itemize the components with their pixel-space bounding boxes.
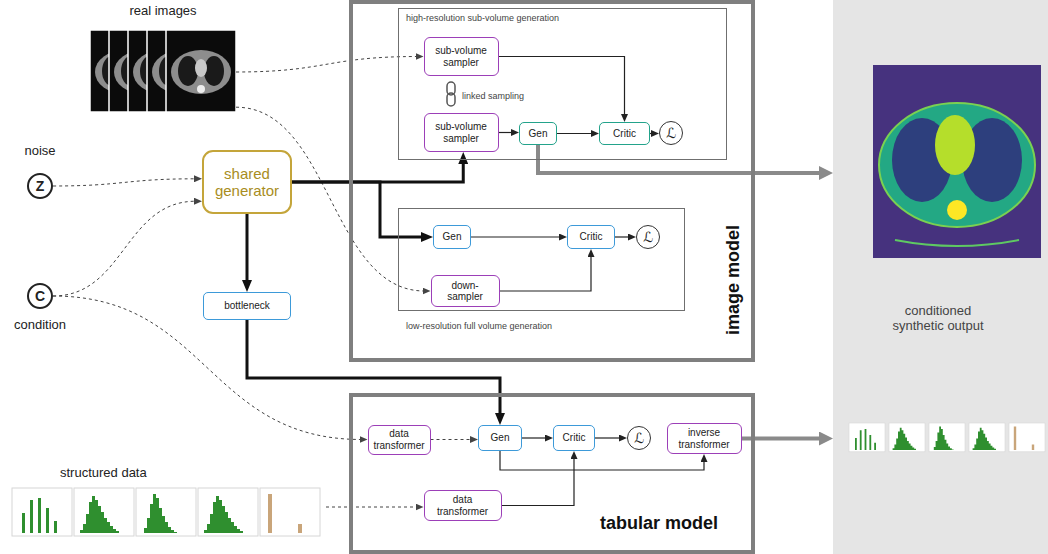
node-label: sub-volume sampler xyxy=(428,45,495,68)
heading-label: low-resolution full volume generation xyxy=(406,321,552,331)
histogram xyxy=(136,488,196,536)
noise-circle: noiseZ xyxy=(27,173,53,199)
heading-label: condition xyxy=(14,318,66,333)
feature-arrow xyxy=(246,214,249,282)
flow-arrow xyxy=(499,132,514,133)
synthetic-ct-image xyxy=(873,65,1041,258)
loss-circle: ℒ xyxy=(627,426,651,450)
heading-label: tabular model xyxy=(600,513,718,534)
histogram xyxy=(929,423,965,452)
histogram-set: structured data xyxy=(8,486,326,546)
flow-arrow xyxy=(471,236,561,237)
node-label: Critic xyxy=(580,231,603,243)
flow-arrow xyxy=(650,133,653,134)
ct-heart xyxy=(935,115,975,175)
stage-group: low-resolution full volume generationGen… xyxy=(398,208,685,311)
sampler-box: down-sampler xyxy=(431,275,500,307)
histogram xyxy=(849,423,885,452)
node-label: Gen xyxy=(443,231,462,243)
critic-box: Critic xyxy=(567,225,615,249)
feature-arrow xyxy=(292,182,423,237)
flow-arrow xyxy=(557,133,593,134)
flow-arrow xyxy=(499,57,625,117)
loss-circle: ℒ xyxy=(659,121,683,145)
model-panel: image model high-resolution sub-volume ge… xyxy=(349,0,755,362)
node-label: down-sampler xyxy=(435,280,496,303)
flow-arrow xyxy=(500,255,592,291)
node-label: data transformer xyxy=(372,428,427,451)
heading-label: real images xyxy=(129,4,196,19)
flow-arrow xyxy=(595,437,621,438)
loss-circle: ℒ xyxy=(636,225,660,249)
node-label: Critic xyxy=(613,128,636,140)
input-arrow xyxy=(431,439,473,440)
ct-background xyxy=(873,65,1041,258)
chain-icon xyxy=(447,82,455,106)
sampler-box: sub-volume sampler xyxy=(424,113,499,152)
heading-label: image model xyxy=(723,225,744,335)
heading-label: high-resolution sub-volume generation xyxy=(406,13,559,23)
ct-slice xyxy=(166,30,236,112)
critic-box: Critic xyxy=(553,425,595,451)
heading-label: structured data xyxy=(60,466,147,481)
input-arrow xyxy=(236,57,418,73)
histogram xyxy=(1009,423,1045,452)
ct-table xyxy=(895,240,1019,246)
input-arrow xyxy=(326,507,418,508)
generator-box: Gen xyxy=(519,122,557,145)
node-label: data transformer xyxy=(428,494,498,517)
input-arrow xyxy=(53,201,196,296)
condition-circle: Ccondition xyxy=(27,283,53,309)
bottleneck-box: bottleneck xyxy=(203,292,291,320)
histogram xyxy=(260,488,320,536)
histogram xyxy=(889,423,925,452)
node-label: bottleneck xyxy=(224,300,270,312)
flow-arrow xyxy=(522,437,547,438)
note-label: linked sampling xyxy=(462,91,524,101)
transformer-box: data transformer xyxy=(424,490,502,521)
histogram xyxy=(12,488,72,536)
output-panel-ground xyxy=(833,0,1048,554)
generator-box: Gen xyxy=(433,225,471,249)
transformer-box: data transformer xyxy=(368,425,431,455)
transformer-box: inverse transformer xyxy=(667,423,742,454)
input-arrow xyxy=(53,179,196,186)
sampler-box: sub-volume sampler xyxy=(424,37,499,76)
chain-link xyxy=(447,93,455,106)
feature-arrow xyxy=(247,320,500,415)
heading-label: noise xyxy=(24,144,55,159)
output-arrow xyxy=(538,145,821,173)
node-label: ℒ xyxy=(666,125,676,141)
output-panel: conditioned synthetic output xyxy=(833,0,1048,554)
node-label: inverse transformer xyxy=(671,427,738,450)
model-panel: tabular model data transformer Gen Critic ℒi… xyxy=(349,393,755,554)
histogram xyxy=(198,488,258,536)
generator-box: shared generator xyxy=(202,150,292,214)
histogram xyxy=(969,423,1005,452)
node-label: Gen xyxy=(529,128,548,140)
stage-group: high-resolution sub-volume generation sub… xyxy=(398,8,727,160)
ct-spine xyxy=(947,200,967,220)
image-stack: real images xyxy=(90,28,236,116)
node-label: Gen xyxy=(491,432,510,444)
histogram xyxy=(74,488,134,536)
ct-body xyxy=(879,103,1035,227)
node-label: shared generator xyxy=(207,165,287,200)
heading-label: conditioned synthetic output xyxy=(888,304,988,334)
node-label: ℒ xyxy=(643,229,653,245)
flow-arrow xyxy=(615,236,630,237)
feature-arrow xyxy=(292,162,463,182)
node-label: C xyxy=(35,288,45,304)
node-label: ℒ xyxy=(634,430,644,446)
node-label: Critic xyxy=(563,432,586,444)
node-label: sub-volume sampler xyxy=(428,121,495,144)
flow-arrow xyxy=(502,457,575,506)
node-label: Z xyxy=(36,178,45,194)
generator-box: Gen xyxy=(478,425,522,451)
critic-box: Critic xyxy=(599,122,650,145)
